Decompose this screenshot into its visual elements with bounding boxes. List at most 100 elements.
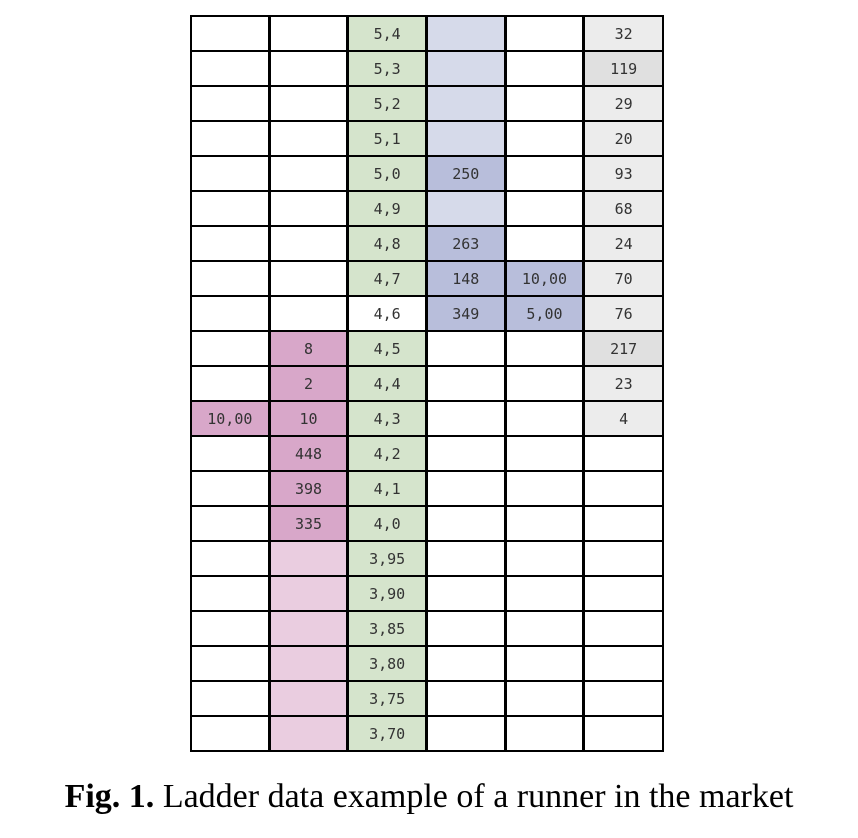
price-cell: 4,1 xyxy=(349,472,428,507)
lay-volume-cell xyxy=(427,437,507,472)
price-cell: 5,1 xyxy=(349,122,428,157)
price-cell: 4,4 xyxy=(349,367,428,402)
price-cell: 3,75 xyxy=(349,682,428,717)
price-cell: 3,95 xyxy=(349,542,428,577)
my-back-order-cell xyxy=(192,262,271,297)
my-back-order-cell xyxy=(192,612,271,647)
price-cell: 4,9 xyxy=(349,192,428,227)
ladder-row: 5,2 29 xyxy=(192,87,664,122)
my-lay-order-cell xyxy=(506,122,586,157)
price-cell: 5,2 xyxy=(349,87,428,122)
my-back-order-cell xyxy=(192,122,271,157)
my-back-order-cell xyxy=(192,577,271,612)
traded-volume-cell: 4 xyxy=(585,402,664,437)
lay-volume-cell xyxy=(427,577,507,612)
back-volume-cell: 398 xyxy=(270,472,350,507)
my-back-order-cell xyxy=(192,437,271,472)
my-back-order-cell xyxy=(192,52,271,87)
lay-volume-cell xyxy=(427,367,507,402)
price-cell: 4,6 xyxy=(349,297,428,332)
my-lay-order-cell xyxy=(506,717,586,752)
traded-volume-cell: 119 xyxy=(585,52,664,87)
my-lay-order-cell xyxy=(506,437,586,472)
ladder-row: 3,70 xyxy=(192,717,664,752)
my-lay-order-cell xyxy=(506,472,586,507)
traded-volume-cell xyxy=(585,612,664,647)
back-volume-cell: 8 xyxy=(270,332,350,367)
traded-volume-cell: 29 xyxy=(585,87,664,122)
lay-volume-cell xyxy=(427,542,507,577)
back-volume-cell xyxy=(270,297,350,332)
price-cell: 4,0 xyxy=(349,507,428,542)
traded-volume-cell xyxy=(585,577,664,612)
my-lay-order-cell xyxy=(506,612,586,647)
price-cell: 3,90 xyxy=(349,577,428,612)
ladder-row: 3,80 xyxy=(192,647,664,682)
my-back-order-cell xyxy=(192,157,271,192)
price-cell: 4,7 xyxy=(349,262,428,297)
lay-volume-cell xyxy=(427,717,507,752)
back-volume-cell xyxy=(270,192,350,227)
price-cell: 5,0 xyxy=(349,157,428,192)
traded-volume-cell xyxy=(585,472,664,507)
lay-volume-cell xyxy=(427,507,507,542)
my-lay-order-cell xyxy=(506,577,586,612)
price-cell: 5,3 xyxy=(349,52,428,87)
traded-volume-cell xyxy=(585,682,664,717)
my-lay-order-cell xyxy=(506,682,586,717)
my-lay-order-cell xyxy=(506,87,586,122)
my-lay-order-cell xyxy=(506,192,586,227)
lay-volume-cell xyxy=(427,17,507,52)
traded-volume-cell: 93 xyxy=(585,157,664,192)
price-cell: 3,85 xyxy=(349,612,428,647)
back-volume-cell xyxy=(270,542,350,577)
my-lay-order-cell xyxy=(506,227,586,262)
figure-caption: Fig. 1. Ladder data example of a runner … xyxy=(0,778,858,816)
back-volume-cell xyxy=(270,157,350,192)
my-back-order-cell xyxy=(192,647,271,682)
lay-volume-cell xyxy=(427,122,507,157)
back-volume-cell xyxy=(270,647,350,682)
figure-label: Fig. 1. xyxy=(64,778,155,815)
lay-volume-cell xyxy=(427,472,507,507)
lay-volume-cell xyxy=(427,682,507,717)
my-back-order-cell xyxy=(192,87,271,122)
price-cell: 3,80 xyxy=(349,647,428,682)
my-lay-order-cell xyxy=(506,52,586,87)
back-volume-cell: 2 xyxy=(270,367,350,402)
back-volume-cell xyxy=(270,17,350,52)
lay-volume-cell: 148 xyxy=(427,262,507,297)
back-volume-cell xyxy=(270,122,350,157)
traded-volume-cell: 70 xyxy=(585,262,664,297)
back-volume-cell xyxy=(270,227,350,262)
my-lay-order-cell xyxy=(506,157,586,192)
my-back-order-cell xyxy=(192,542,271,577)
lay-volume-cell xyxy=(427,332,507,367)
back-volume-cell xyxy=(270,262,350,297)
my-back-order-cell xyxy=(192,472,271,507)
ladder-row: 3,85 xyxy=(192,612,664,647)
lay-volume-cell xyxy=(427,612,507,647)
traded-volume-cell xyxy=(585,507,664,542)
back-volume-cell: 448 xyxy=(270,437,350,472)
traded-volume-cell xyxy=(585,437,664,472)
traded-volume-cell xyxy=(585,647,664,682)
my-lay-order-cell xyxy=(506,332,586,367)
ladder-row: 5,3 119 xyxy=(192,52,664,87)
my-back-order-cell xyxy=(192,17,271,52)
back-volume-cell xyxy=(270,717,350,752)
my-back-order-cell xyxy=(192,682,271,717)
back-volume-cell: 335 xyxy=(270,507,350,542)
